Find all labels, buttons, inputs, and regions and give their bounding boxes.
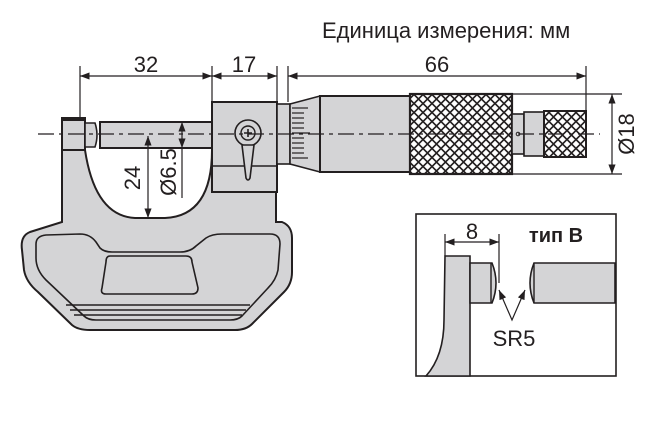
dim-frame-width: 17 <box>232 52 256 77</box>
detail-inset <box>415 213 617 377</box>
dim-thimble-length: 66 <box>425 52 449 77</box>
lock-lever-icon[interactable] <box>234 119 262 181</box>
dim-thimble-diameter: Ø18 <box>614 113 639 155</box>
detail-dimension: 8 <box>466 219 478 244</box>
dimension-lines <box>80 72 616 218</box>
anvil <box>61 119 98 151</box>
thimble-graduations <box>292 107 310 159</box>
detail-title: тип B <box>529 225 583 247</box>
thimble <box>319 95 411 173</box>
dim-anvil-to-frame: 32 <box>134 52 158 77</box>
spindle <box>99 121 213 149</box>
detail-radius-label: SR5 <box>493 326 536 351</box>
units-label: Единица измерения: мм <box>322 18 570 43</box>
dim-throat-depth: 24 <box>120 166 145 190</box>
dim-spindle-diameter: Ø6.5 <box>156 148 181 196</box>
